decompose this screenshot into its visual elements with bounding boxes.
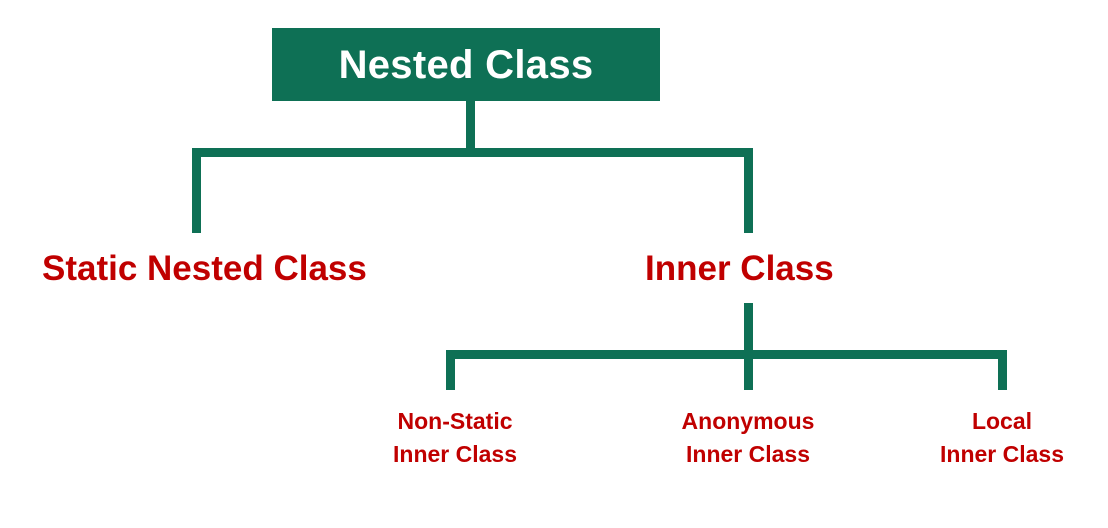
node-inner-class-label: Inner Class [645, 249, 834, 288]
connector-level2-horizontal-bar [192, 148, 753, 157]
node-non-static-inner-class-line1: Non-Static [397, 408, 513, 434]
node-non-static-inner-class-line2: Inner Class [393, 440, 517, 467]
node-non-static-inner-class[interactable]: Non-Static Inner Class [370, 405, 540, 470]
node-static-nested-class[interactable]: Static Nested Class [42, 248, 367, 289]
node-nested-class-label: Nested Class [338, 42, 594, 87]
node-anonymous-inner-class[interactable]: Anonymous Inner Class [663, 405, 833, 470]
connector-drop-static-nested-class [192, 148, 201, 233]
node-inner-class[interactable]: Inner Class [645, 248, 834, 289]
node-static-nested-class-label: Static Nested Class [42, 249, 367, 288]
node-local-inner-class-line1: Local [971, 408, 1033, 434]
node-nested-class[interactable]: Nested Class [272, 28, 660, 101]
node-anonymous-inner-class-line1: Anonymous [681, 408, 815, 434]
connector-level3-horizontal-bar [446, 350, 1007, 359]
connector-drop-inner-class [744, 148, 753, 233]
connector-inner-class-stem [744, 303, 753, 390]
connector-drop-non-static-inner-class [446, 350, 455, 390]
node-local-inner-class-line2: Inner Class [940, 440, 1064, 467]
connector-drop-local-inner-class [998, 350, 1007, 390]
node-anonymous-inner-class-line2: Inner Class [686, 440, 810, 467]
connector-root-stem [466, 100, 475, 152]
node-local-inner-class[interactable]: Local Inner Class [917, 405, 1087, 470]
